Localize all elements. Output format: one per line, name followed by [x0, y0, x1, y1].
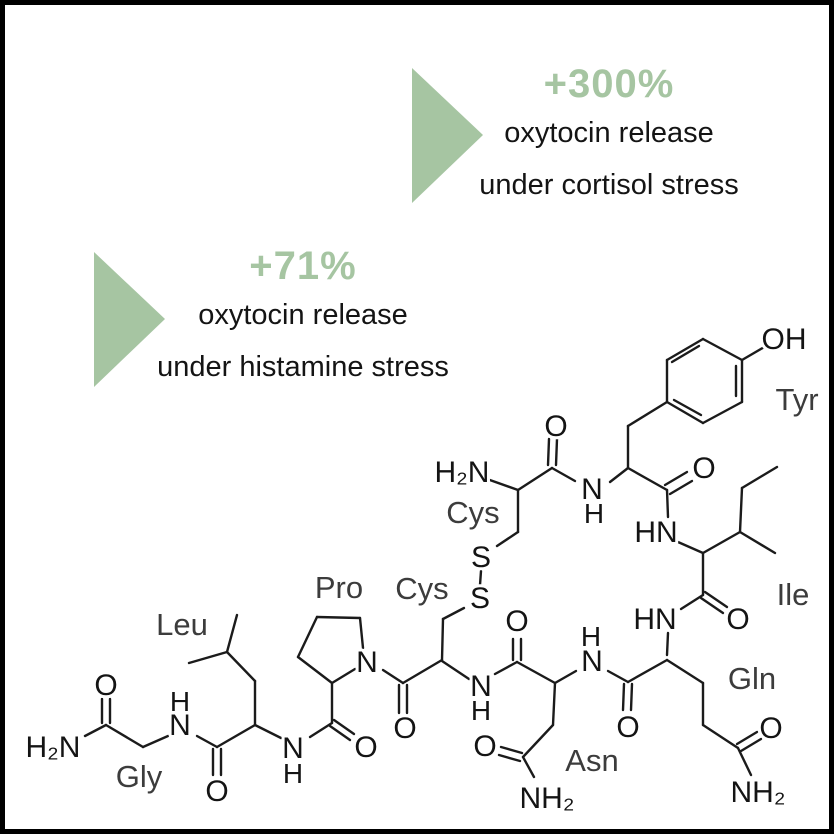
- sulfur-bottom-label: S: [470, 582, 490, 615]
- residue-label-cys-mid: Cys: [395, 571, 448, 606]
- c-terminus-amide-label: H₂N: [26, 731, 81, 764]
- bond-group-cys1: [440, 437, 630, 662]
- residue-label-gly: Gly: [116, 759, 163, 794]
- oxygen-cys6-label: O: [393, 712, 416, 745]
- oxygen-asn-label: O: [505, 605, 528, 638]
- nitrogen-gln-asn-label: N: [581, 645, 603, 678]
- hydrogen-gln-asn-label: H: [581, 621, 601, 652]
- cortisol-percent-value: +300%: [543, 62, 675, 106]
- nitrogen-cys1-tyr-label: N: [581, 473, 603, 506]
- oxygen-gln-label: O: [616, 711, 639, 744]
- sulfur-top-label: S: [471, 541, 491, 574]
- oxygen-pro-label: O: [354, 731, 377, 764]
- oxygen-gln-side-label: O: [759, 712, 782, 745]
- nitrogen-pro-label: N: [356, 646, 378, 679]
- histamine-annotation-line1: oxytocin release: [198, 299, 408, 331]
- oxygen-leu-label: O: [205, 775, 228, 808]
- bond-group-cys6-pro: [296, 615, 444, 742]
- residue-label-cys-top: Cys: [446, 495, 499, 530]
- oxygen-cys1-label: O: [544, 410, 567, 443]
- nitrogen-pro-leu-label: N: [282, 732, 304, 765]
- cortisol-annotation: +300% oxytocin release under cortisol st…: [444, 61, 774, 211]
- hydroxyl-label: OH: [762, 323, 807, 356]
- hydrogen-cys1-tyr-label: H: [584, 498, 604, 529]
- residue-label-gln: Gln: [728, 661, 776, 696]
- increase-triangle-icon: [94, 252, 165, 387]
- hydrogen-pro-leu-label: H: [283, 758, 303, 789]
- residue-label-pro: Pro: [315, 570, 363, 605]
- histamine-annotation: +71% oxytocin release under histamine st…: [138, 243, 468, 393]
- oxygen-asn-side-label: O: [473, 730, 496, 763]
- amide-tyr-ile-label: HN: [634, 516, 677, 549]
- residue-label-leu: Leu: [156, 607, 208, 642]
- residue-label-tyr: Tyr: [775, 382, 818, 417]
- bond-group-leu-gly: [83, 613, 283, 777]
- bond-group-tyr: [626, 337, 768, 519]
- oxygen-ile-label: O: [726, 603, 749, 636]
- increase-triangle-icon: [412, 68, 483, 203]
- oxytocin-structure-diagram: OH H₂N S S O N H O HN O HN O NH₂ O N H O…: [23, 320, 822, 818]
- residue-label-asn: Asn: [565, 743, 618, 778]
- residue-label-ile: Ile: [777, 577, 810, 612]
- nitrogen-leu-gly-label: N: [169, 709, 191, 742]
- nitrogen-asn-cys-label: N: [470, 670, 492, 703]
- hydrogen-asn-cys-label: H: [471, 695, 491, 726]
- residue-labels: Tyr Cys Cys Pro Leu Gly Asn Gln Ile: [113, 379, 822, 797]
- n-terminus-amine-label: H₂N: [435, 456, 490, 489]
- bond-group-gln: [553, 631, 763, 777]
- amide-gln-side-label: NH₂: [731, 776, 786, 809]
- oxygen-gly-label: O: [94, 669, 117, 702]
- hydrogen-leu-gly-label: H: [170, 686, 190, 717]
- cortisol-annotation-line1: oxytocin release: [504, 117, 714, 149]
- oxygen-tyr-label: O: [692, 452, 715, 485]
- bond-group-asn: [440, 637, 557, 779]
- histamine-percent-value: +71%: [249, 244, 357, 288]
- cortisol-annotation-line2: under cortisol stress: [479, 169, 739, 201]
- bond-group-ile: [676, 465, 779, 615]
- amide-asn-side-label: NH₂: [520, 782, 575, 815]
- amide-ile-gln-label: HN: [633, 603, 676, 636]
- histamine-annotation-line2: under histamine stress: [157, 351, 449, 383]
- atom-labels: OH H₂N S S O N H O HN O HN O NH₂ O N H O…: [23, 320, 810, 818]
